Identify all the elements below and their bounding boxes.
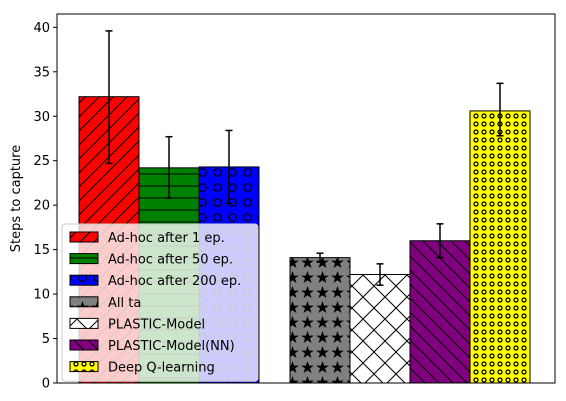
legend-label-3: Ad-hoc after 200 ep.	[108, 274, 241, 289]
y-tick-label-2: 10	[33, 288, 50, 303]
legend-swatch-1	[69, 231, 99, 243]
y-tick-label-1: 5	[42, 332, 50, 347]
y-tick-label-6: 30	[33, 110, 50, 125]
error-bars-layer	[105, 30, 504, 286]
legend: Ad-hoc after 1 ep. Ad-hoc after 50 ep. Ad-…	[61, 223, 259, 382]
bar-4	[289, 257, 351, 384]
legend-label-4: All ta	[108, 296, 141, 311]
legend-label-6: PLASTIC-Model(NN)	[108, 339, 235, 354]
y-tick-label-5: 25	[33, 154, 50, 169]
legend-label-2: Ad-hoc after 50 ep.	[108, 253, 233, 268]
legend-swatch-4	[69, 296, 99, 308]
plot-frame	[56, 13, 556, 384]
y-tick-label-4: 20	[33, 199, 50, 214]
y-tick-label-8: 40	[33, 21, 50, 36]
legend-label-1: Ad-hoc after 1 ep.	[108, 231, 225, 246]
legend-swatch-2	[69, 253, 99, 265]
legend-box	[61, 223, 259, 382]
bar-6	[409, 240, 471, 384]
legend-label-7: Deep Q-learning	[108, 361, 215, 376]
y-axis-title: Steps to capture	[9, 145, 24, 252]
legend-swatch-7	[69, 361, 99, 373]
y-tick-label-7: 35	[33, 65, 50, 80]
bar-7	[469, 110, 531, 384]
legend-swatch-6	[69, 339, 99, 351]
legend-swatch-3	[69, 274, 99, 286]
legend-label-5: PLASTIC-Model	[108, 317, 205, 332]
legend-swatch-5	[69, 317, 99, 329]
bar-5	[349, 274, 411, 384]
y-tick-label-3: 15	[33, 243, 50, 258]
y-tick-label-0: 0	[42, 377, 50, 392]
